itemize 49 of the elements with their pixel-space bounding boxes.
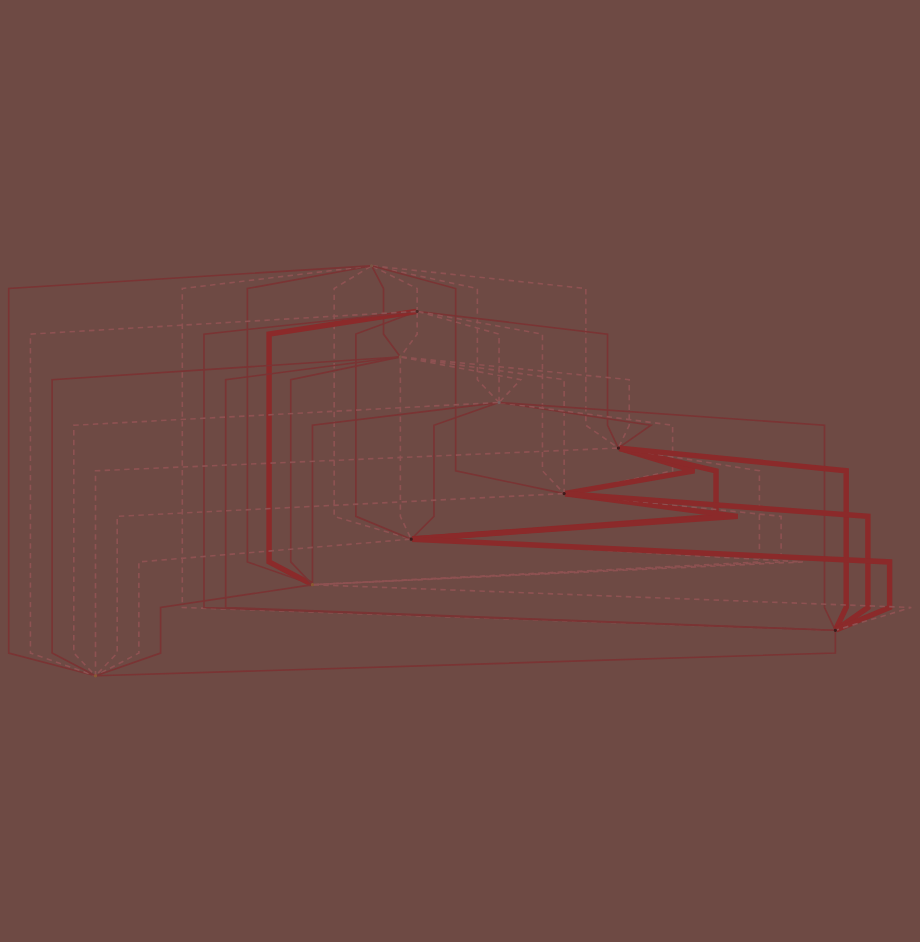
connector [412, 536, 893, 633]
connector [29, 310, 417, 677]
connector [224, 356, 836, 632]
connector [266, 309, 417, 587]
connector [246, 265, 372, 586]
connector [565, 491, 871, 633]
node-circle [562, 492, 566, 496]
connector [95, 630, 837, 677]
node-circle [616, 446, 620, 450]
connector [417, 310, 565, 494]
connector [355, 311, 417, 540]
connector [7, 265, 372, 677]
connector [95, 538, 411, 677]
connector [371, 266, 401, 357]
connector [371, 265, 418, 312]
connector [94, 447, 619, 676]
connector [619, 445, 849, 631]
connector [371, 265, 619, 449]
connector [499, 402, 654, 449]
node-circle [415, 309, 419, 314]
connector [371, 265, 564, 495]
connector [417, 310, 619, 449]
connector [400, 356, 565, 494]
connector [400, 311, 418, 357]
connector [312, 447, 761, 586]
node-circle [398, 355, 402, 359]
connector [51, 356, 401, 677]
connector [312, 584, 913, 631]
connector [73, 401, 499, 677]
connector [289, 356, 401, 585]
node-circle [833, 628, 837, 633]
node-circle [93, 674, 98, 678]
connector [564, 445, 698, 497]
node-circle [497, 401, 501, 405]
connector [333, 265, 411, 540]
connector [181, 265, 836, 632]
connector [203, 310, 836, 632]
connector [411, 402, 499, 540]
connector [399, 357, 412, 540]
connector [400, 356, 523, 403]
connector [95, 584, 313, 677]
connector [371, 265, 500, 403]
connector [312, 493, 782, 586]
connector [400, 356, 631, 449]
connector [311, 401, 499, 585]
node-circle [409, 537, 413, 541]
connector [95, 493, 564, 677]
connector [499, 401, 836, 631]
connector [417, 311, 500, 403]
